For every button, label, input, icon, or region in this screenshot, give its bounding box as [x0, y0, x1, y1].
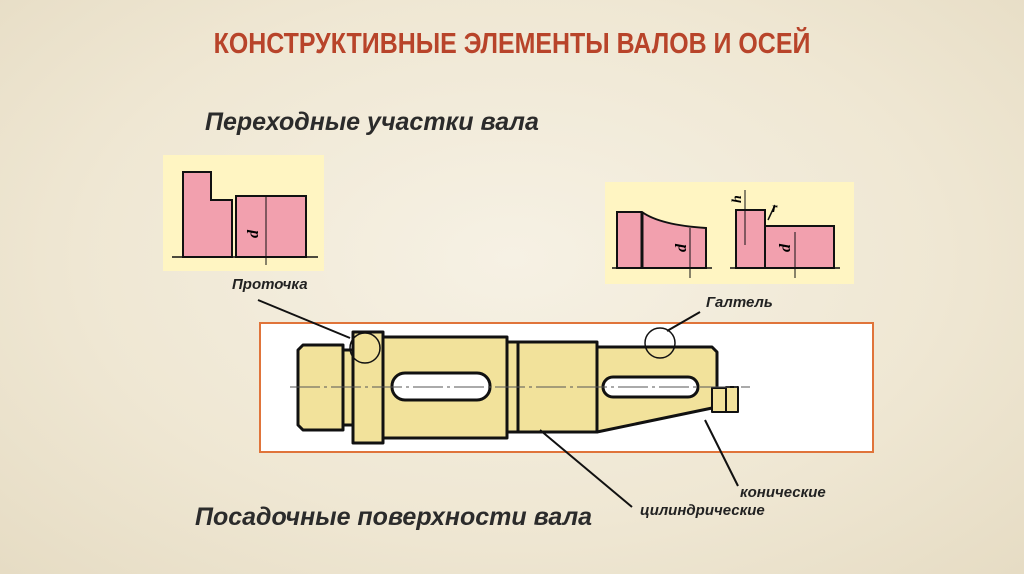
fillet-label: Галтель	[706, 294, 773, 311]
radius-letter: r	[772, 201, 778, 216]
fillet-circle	[644, 327, 676, 359]
groove-label: Проточка	[232, 276, 308, 293]
cylindrical-label: цилиндрические	[640, 502, 765, 519]
leader-lines	[257, 299, 739, 508]
diameter-letter: d	[245, 229, 262, 238]
conical-label: конические	[740, 484, 826, 501]
groove-circle	[349, 332, 381, 364]
shaft	[296, 330, 739, 445]
seating-heading: Посадочные поверхности вала	[195, 503, 593, 531]
slide-title: КОНСТРУКТИВНЫЕ ЭЛЕМЕНТЫ ВАЛОВ И ОСЕЙ	[213, 28, 811, 60]
diameter-letter: d	[777, 243, 794, 252]
diameter-letter: d	[673, 243, 690, 252]
height-letter: h	[730, 195, 745, 203]
groove-detail: d	[163, 155, 324, 271]
transitions-heading: Переходные участки вала	[205, 108, 539, 136]
fillet-detail: d d h r	[605, 182, 854, 284]
